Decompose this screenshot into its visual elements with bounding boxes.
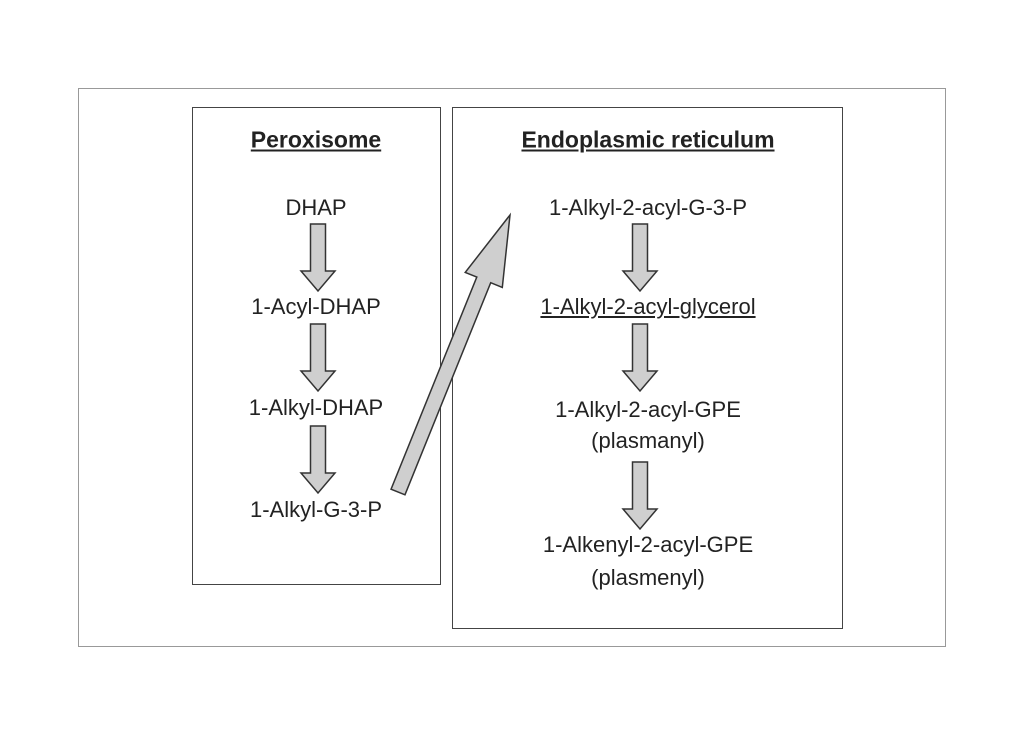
arrow-down-icon (299, 425, 337, 495)
step-alkyl-acyl-g3p: 1-Alkyl-2-acyl-G-3-P (548, 195, 748, 220)
arrow-down-icon (621, 223, 659, 293)
step-dhap: DHAP (285, 195, 347, 220)
plasmenyl-label: (plasmenyl) (591, 565, 705, 590)
step-alkyl-g3p: 1-Alkyl-G-3-P (249, 497, 383, 522)
peroxisome-compartment (192, 107, 441, 585)
arrow-down-icon (299, 223, 337, 293)
peroxisome-title: Peroxisome (250, 126, 382, 153)
arrow-down-icon (621, 461, 659, 531)
er-title: Endoplasmic reticulum (521, 126, 775, 153)
step-alkenyl-acyl-gpe: 1-Alkenyl-2-acyl-GPE (542, 532, 754, 557)
step-alkyl-acyl-glycerol: 1-Alkyl-2-acyl-glycerol (540, 294, 756, 319)
plasmanyl-label: (plasmanyl) (591, 428, 705, 453)
arrow-down-icon (621, 323, 659, 393)
figure-frame (78, 88, 946, 647)
step-alkyl-dhap: 1-Alkyl-DHAP (248, 395, 384, 420)
step-alkyl-acyl-gpe: 1-Alkyl-2-acyl-GPE (555, 397, 741, 422)
step-acyl-dhap: 1-Acyl-DHAP (251, 294, 381, 319)
arrow-down-icon (299, 323, 337, 393)
arrow-transfer-icon (390, 212, 512, 496)
